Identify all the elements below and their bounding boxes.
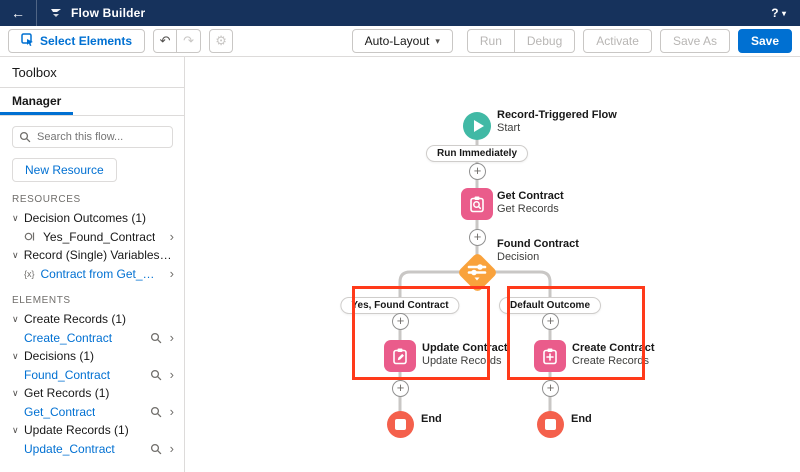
redo-button[interactable]: ↷ <box>177 29 202 53</box>
save-button[interactable]: Save <box>737 29 792 53</box>
chevron-down-icon: ∨ <box>12 387 19 398</box>
group-create-records[interactable]: ∨ Create Records (1) <box>12 312 127 326</box>
auto-layout-dropdown[interactable]: Auto-Layout ▾ <box>351 29 453 53</box>
right-outcome-pill: Default Outcome <box>498 297 602 314</box>
header-divider <box>36 0 37 26</box>
end-label-right: End <box>571 413 592 425</box>
end-label-left: End <box>421 413 442 425</box>
create-contract-node[interactable] <box>534 340 566 372</box>
decision-label: Found Contract Decision <box>497 238 579 263</box>
stop-icon <box>395 419 406 430</box>
group-decision-outcomes[interactable]: ∨ Decision Outcomes (1) <box>12 211 147 225</box>
elements-section-header: ELEMENTS <box>12 295 71 306</box>
toolbox-panel: Toolbox Manager New Resource RESOURCES ∨… <box>0 57 185 472</box>
chevron-down-icon: ∨ <box>12 313 19 324</box>
activate-button[interactable]: Activate <box>583 29 652 53</box>
help-caret-icon: ▾ <box>781 9 786 18</box>
chevron-down-icon: ▾ <box>435 35 440 46</box>
app-title: Flow Builder <box>71 6 146 20</box>
group-update-records[interactable]: ∨ Update Records (1) <box>12 423 129 437</box>
chevron-right-icon: › <box>169 441 174 456</box>
create-records-icon <box>543 348 557 365</box>
debug-button[interactable]: Debug <box>514 29 576 53</box>
start-node-label: Record-Triggered Flow Start <box>497 109 617 134</box>
chevron-right-icon: › <box>169 229 174 244</box>
chevron-down-icon: ∨ <box>12 350 19 361</box>
get-records-icon <box>470 196 484 213</box>
chevron-right-icon: › <box>169 367 174 382</box>
resource-item-yes-found-contract[interactable]: Yes_Found_Contract › <box>0 227 184 246</box>
tab-manager[interactable]: Manager <box>0 88 74 115</box>
toolbox-title: Toolbox <box>0 57 184 88</box>
find-in-canvas-icon[interactable] <box>150 332 162 344</box>
add-element-button[interactable]: + <box>392 380 409 397</box>
add-element-button[interactable]: + <box>392 313 409 330</box>
stop-icon <box>545 419 556 430</box>
add-element-button[interactable]: + <box>469 163 486 180</box>
find-in-canvas-icon[interactable] <box>150 406 162 418</box>
create-contract-label: Create Contract Create Records <box>572 342 655 367</box>
flow-builder-logo-icon <box>49 6 63 20</box>
resources-section-header: RESOURCES <box>12 194 81 205</box>
group-get-records[interactable]: ∨ Get Records (1) <box>12 386 110 400</box>
element-item-get-contract[interactable]: Get_Contract › <box>24 404 174 419</box>
settings-gear-button[interactable]: ⚙ <box>209 29 234 53</box>
flow-toolbar: Select Elements ↶ ↷ ⚙ Auto-Layout ▾ Run … <box>0 26 800 57</box>
resource-item-contract-from-get-contract[interactable]: {x} Contract from Get_Contract › <box>24 266 174 281</box>
run-button[interactable]: Run <box>466 29 515 53</box>
left-outcome-pill: Yes, Found Contract <box>340 297 460 314</box>
search-icon <box>19 130 31 148</box>
update-contract-node[interactable] <box>384 340 416 372</box>
variable-icon: {x} <box>24 268 35 279</box>
new-resource-button[interactable]: New Resource <box>12 158 117 182</box>
help-menu[interactable]: ? ▾ <box>771 6 786 20</box>
get-contract-node[interactable] <box>461 188 493 220</box>
search-input[interactable] <box>12 126 173 148</box>
get-contract-label: Get Contract Get Records <box>497 190 564 215</box>
chevron-right-icon: › <box>169 404 174 419</box>
start-node[interactable] <box>463 112 491 140</box>
add-element-button[interactable]: + <box>542 313 559 330</box>
back-arrow-icon[interactable]: ← <box>11 5 25 21</box>
chevron-right-icon: › <box>169 266 174 281</box>
flow-search <box>12 126 173 148</box>
select-elements-button[interactable]: Select Elements <box>8 29 146 53</box>
find-in-canvas-icon[interactable] <box>150 369 162 381</box>
update-contract-label: Update Contract Update Records <box>422 342 508 367</box>
find-in-canvas-icon[interactable] <box>150 443 162 455</box>
chevron-down-icon: ∨ <box>12 249 19 260</box>
top-header: ← Flow Builder ? ▾ <box>0 0 800 26</box>
decision-node[interactable] <box>456 251 499 294</box>
connector-lines <box>398 127 552 412</box>
flow-canvas[interactable]: Record-Triggered Flow Start Run Immediat… <box>186 57 800 472</box>
element-item-create-contract[interactable]: Create_Contract › <box>24 330 174 345</box>
chevron-down-icon: ∨ <box>12 212 19 223</box>
save-as-button[interactable]: Save As <box>659 29 730 53</box>
group-record-single-variables[interactable]: ∨ Record (Single) Variables (1) <box>12 248 174 262</box>
end-node-left[interactable] <box>387 411 414 438</box>
chevron-down-icon: ∨ <box>12 424 19 435</box>
select-elements-icon <box>21 33 34 49</box>
add-element-button[interactable]: + <box>542 380 559 397</box>
trigger-pill: Run Immediately <box>425 145 529 162</box>
element-item-found-contract[interactable]: Found_Contract › <box>24 367 174 382</box>
play-icon <box>473 120 484 132</box>
update-records-icon <box>393 348 407 365</box>
help-icon: ? <box>771 6 779 20</box>
undo-button[interactable]: ↶ <box>153 29 178 53</box>
end-node-right[interactable] <box>537 411 564 438</box>
add-element-button[interactable]: + <box>469 229 486 246</box>
toolbox-tabs: Manager <box>0 88 184 116</box>
element-item-update-contract[interactable]: Update_Contract › <box>24 441 174 456</box>
group-decisions[interactable]: ∨ Decisions (1) <box>12 349 95 363</box>
outcome-icon <box>24 231 38 242</box>
chevron-right-icon: › <box>169 330 174 345</box>
